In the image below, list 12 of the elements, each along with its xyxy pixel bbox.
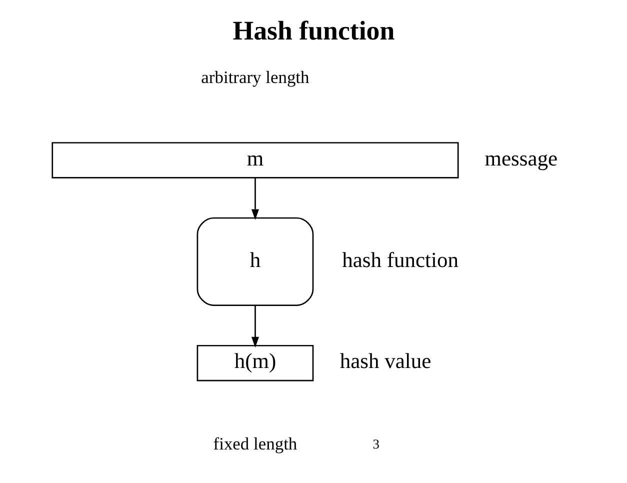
node-box: h(m) (196, 344, 314, 382)
arrow (250, 305, 258, 348)
node-label: hash function (342, 248, 458, 272)
node-box: h (196, 217, 314, 306)
arrow (250, 178, 258, 220)
node-label: hash value (339, 349, 431, 374)
label: 3 (372, 436, 379, 452)
node-box: m (51, 142, 458, 178)
diagram-title: Hash function (232, 15, 394, 46)
node-label: message (484, 146, 558, 170)
label: fixed length (212, 434, 297, 454)
label: arbitrary length (200, 66, 309, 87)
